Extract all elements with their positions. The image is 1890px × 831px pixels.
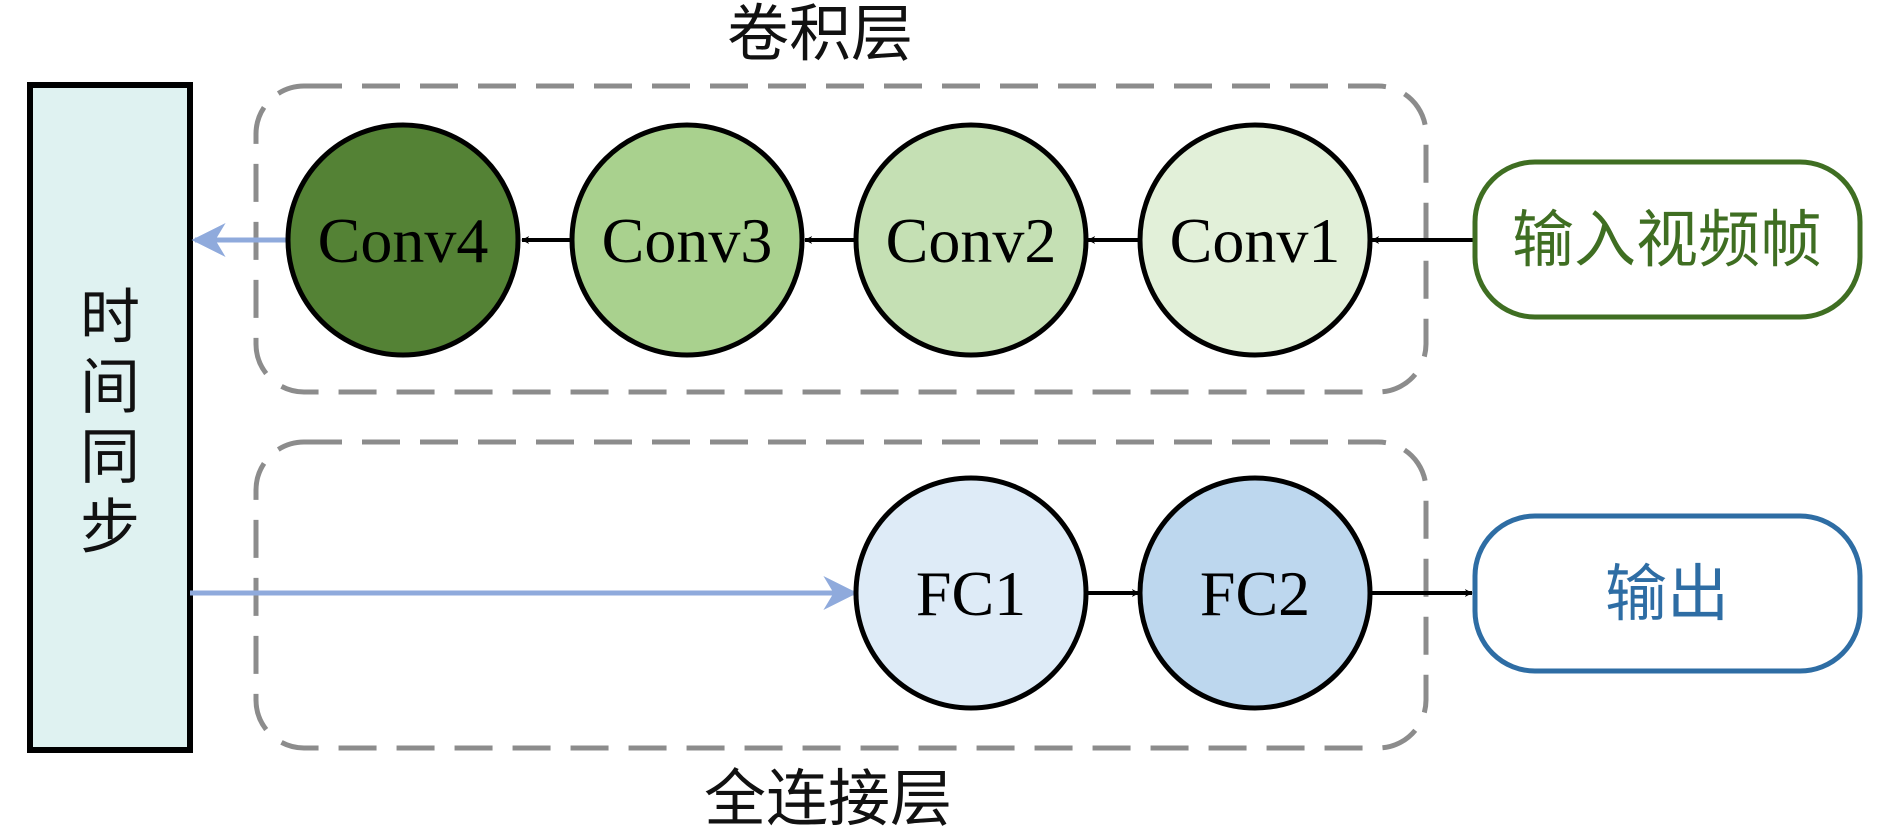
conv1-label: Conv1 [1170, 205, 1341, 276]
input-box: 输入视频帧 [1472, 159, 1863, 320]
conv3-node: Conv3 [569, 122, 805, 358]
output-box: 输出 [1472, 513, 1863, 674]
fc1-label: FC1 [916, 558, 1026, 629]
time-sync-block [27, 82, 193, 753]
conv2-circle [853, 122, 1089, 358]
conv1-node: Conv1 [1137, 122, 1373, 358]
input-box-label: 输入视频帧 [1512, 203, 1822, 276]
input-box-border [1472, 159, 1863, 320]
time-sync-char-2: 间 [80, 353, 140, 423]
fc2-circle [1137, 475, 1373, 711]
output-box-label: 输出 [1605, 557, 1729, 630]
time-sync-char-1: 时 [80, 283, 140, 353]
fc-group-title: 全连接层 [704, 762, 952, 831]
conv3-circle [569, 122, 805, 358]
conv4-circle [285, 122, 521, 358]
conv2-label: Conv2 [886, 205, 1057, 276]
fc2-node: FC2 [1137, 475, 1373, 711]
conv1-circle [1137, 122, 1373, 358]
fc1-circle [853, 475, 1089, 711]
output-box-border [1472, 513, 1863, 674]
time-sync-char-3: 同 [80, 423, 140, 493]
time-sync-char-4: 步 [80, 493, 140, 563]
conv-group-title: 卷积层 [727, 0, 913, 70]
fc2-label: FC2 [1200, 558, 1310, 629]
conv4-node: Conv4 [285, 122, 521, 358]
conv2-node: Conv2 [853, 122, 1089, 358]
conv4-label: Conv4 [318, 205, 489, 276]
fc1-node: FC1 [853, 475, 1089, 711]
conv3-label: Conv3 [602, 205, 773, 276]
